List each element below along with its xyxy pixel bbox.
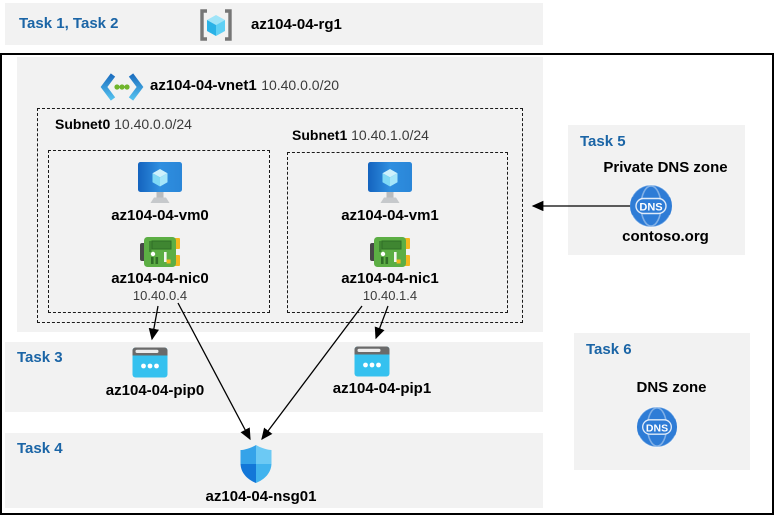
pip0-label: az104-04-pip0 [105, 382, 205, 399]
task5-box: Task 5 Private DNS zone DNS contoso.org [568, 125, 745, 255]
nsg-shield-icon [240, 445, 272, 483]
private-dns-zone-title: Private DNS zone [603, 159, 728, 176]
pip1-icon [354, 346, 390, 377]
nic1-icon [370, 237, 410, 267]
dns-icon-text: DNS [639, 202, 662, 214]
nic1-label: az104-04-nic1 [341, 270, 439, 287]
subnet0-cidr: 10.40.0.0/24 [114, 116, 192, 132]
nsg-label: az104-04-nsg01 [205, 488, 317, 505]
nic0-ip: 10.40.0.4 [132, 288, 188, 303]
task4-label: Task 4 [17, 440, 63, 457]
vnet-cidr: 10.40.0.0/20 [261, 77, 340, 93]
pip1-label: az104-04-pip1 [332, 380, 432, 397]
subnet1-title: Subnet1 10.40.1.0/24 [292, 127, 429, 143]
vm1-label: az104-04-vm1 [341, 207, 439, 224]
nic0-icon [140, 237, 180, 267]
vm0-icon [138, 162, 182, 203]
nic0-label: az104-04-nic0 [111, 270, 209, 287]
task6-label: Task 6 [586, 341, 632, 358]
vnet-name: az104-04-vnet1 [150, 77, 257, 94]
task6-box: Task 6 DNS zone DNS [574, 333, 750, 470]
dns-zone-icon: DNS [636, 406, 678, 448]
vnet-box: az104-04-vnet1 10.40.0.0/20 Subnet0 10.4… [17, 57, 543, 332]
subnet0-title: Subnet0 10.40.0.0/24 [55, 116, 192, 132]
vnet-title: az104-04-vnet1 10.40.0.0/20 [150, 77, 339, 95]
resource-group-icon [200, 9, 232, 41]
dns-icon-text: DNS [646, 422, 668, 434]
task1-2-band: Task 1, Task 2 az104-04-rg1 [5, 3, 543, 45]
pip0-icon [132, 347, 168, 378]
task3-label: Task 3 [17, 349, 63, 366]
vm1-icon [368, 162, 412, 203]
subnet0-name: Subnet0 [55, 116, 111, 132]
dns-zone-title: DNS zone [636, 379, 707, 396]
subnet1-name: Subnet1 [292, 127, 348, 143]
resource-group-name: az104-04-rg1 [251, 16, 342, 33]
vm0-label: az104-04-vm0 [111, 207, 209, 224]
subnet0-box [48, 150, 270, 313]
private-dns-zone-icon: DNS [630, 184, 672, 228]
task5-label: Task 5 [580, 133, 626, 150]
task1-2-label: Task 1, Task 2 [19, 15, 119, 32]
private-dns-zone-name: contoso.org [622, 228, 709, 245]
subnet1-cidr: 10.40.1.0/24 [351, 127, 429, 143]
subnet1-box [287, 152, 508, 313]
virtual-network-icon [100, 73, 144, 101]
task3-band: Task 3 az104-04-pip0 az104-04-pip1 [5, 342, 543, 412]
task4-band: Task 4 az104-04-nsg01 [5, 433, 543, 508]
diagram-frame [0, 53, 774, 515]
nic1-ip: 10.40.1.4 [362, 288, 418, 303]
